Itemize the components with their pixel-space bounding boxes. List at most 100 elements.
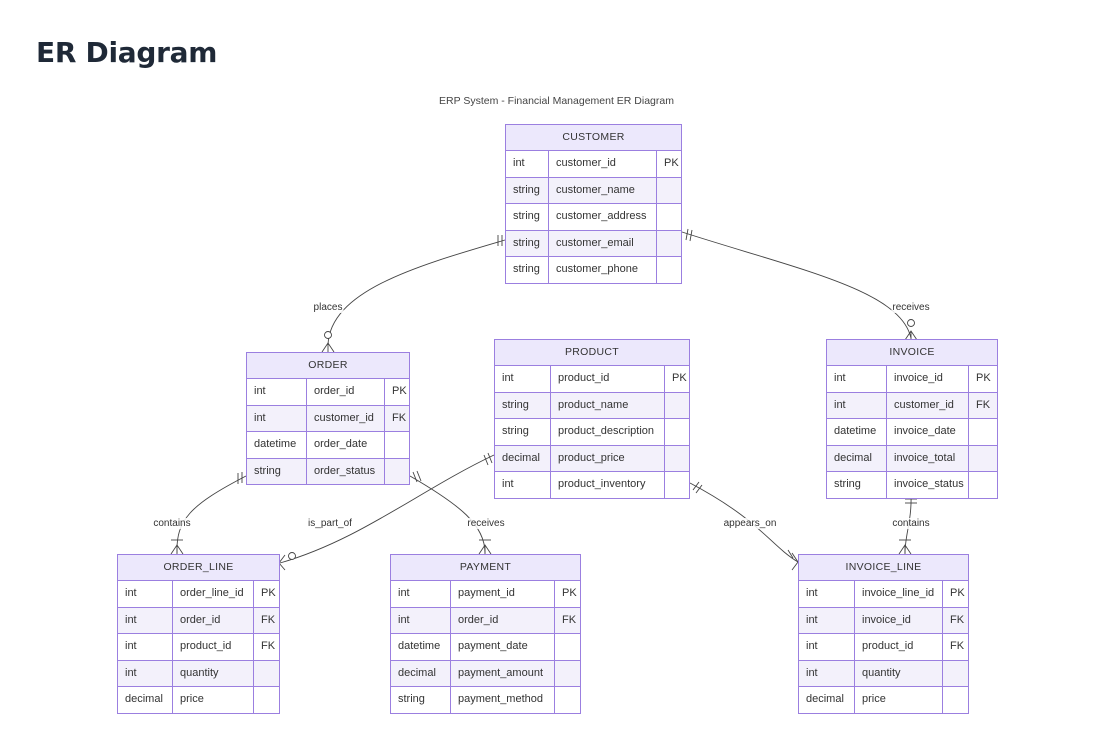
attribute-name: invoice_id — [854, 607, 942, 634]
attribute-key: PK — [942, 581, 968, 607]
attribute-name: customer_id — [548, 151, 656, 177]
attribute-type: decimal — [398, 666, 436, 679]
attribute-key — [968, 445, 997, 472]
attribute-key: FK — [968, 392, 997, 419]
attribute-row: decimal price — [118, 687, 279, 713]
attribute-type: int — [125, 587, 137, 599]
attribute-key — [554, 660, 580, 687]
attribute-type: decimal — [834, 451, 872, 464]
attribute-name: order_line_id — [172, 581, 253, 607]
attribute-row: string customer_email — [506, 230, 681, 258]
attribute-name: order_id — [306, 379, 384, 405]
attribute-key: PK — [554, 581, 580, 607]
attribute-name: customer_id — [306, 405, 384, 432]
attribute-type: decimal — [502, 451, 540, 464]
attribute-type: string — [513, 183, 540, 196]
attribute-key: FK — [384, 405, 409, 432]
attribute-type: string — [834, 478, 861, 491]
attribute-type: int — [254, 385, 266, 397]
attribute-name: product_id — [172, 634, 253, 660]
attribute-row: datetime order_date — [247, 432, 409, 459]
attribute-name: payment_date — [450, 634, 554, 660]
entity-header: PAYMENT — [391, 555, 580, 581]
attribute-type: decimal — [806, 693, 844, 706]
attribute-name: customer_name — [548, 177, 656, 204]
attribute-type: string — [513, 210, 540, 223]
rel-line-receives-payment — [409, 475, 486, 554]
attribute-row: string customer_address — [506, 204, 681, 231]
attribute-type: int — [806, 640, 818, 653]
attribute-name: order_status — [306, 458, 384, 485]
attribute-name: invoice_date — [886, 419, 968, 445]
attribute-name: price — [172, 687, 253, 713]
attribute-name: invoice_id — [886, 366, 968, 392]
attribute-key — [942, 660, 968, 687]
attribute-name: price — [854, 687, 942, 713]
attribute-name: product_price — [550, 445, 664, 472]
entity-header: ORDER — [247, 353, 409, 379]
attribute-type: int — [398, 613, 410, 626]
attribute-key — [253, 687, 279, 713]
attribute-name: payment_method — [450, 687, 554, 713]
attribute-name: customer_address — [548, 204, 656, 230]
attribute-key — [664, 392, 689, 419]
attribute-name: product_inventory — [550, 472, 664, 498]
attribute-type: int — [125, 666, 137, 679]
attribute-key — [664, 472, 689, 498]
attribute-key — [656, 177, 681, 204]
attribute-key: PK — [968, 366, 997, 392]
attribute-key — [384, 432, 409, 458]
attribute-type: datetime — [254, 438, 297, 451]
attribute-type: int — [125, 613, 137, 626]
rel-line-contains-order — [176, 475, 247, 554]
attribute-name: invoice_total — [886, 445, 968, 472]
attribute-name: order_date — [306, 432, 384, 458]
attribute-type: string — [502, 425, 529, 438]
attribute-type: int — [125, 640, 137, 653]
attribute-key: PK — [253, 581, 279, 607]
attribute-key: FK — [942, 634, 968, 660]
entity-header: INVOICE — [827, 340, 997, 366]
attribute-key: FK — [942, 607, 968, 634]
attribute-key — [656, 257, 681, 283]
rel-label-contains-order: contains — [152, 518, 192, 529]
diagram-title: ERP System - Financial Management ER Dia… — [439, 95, 674, 107]
attribute-type: int — [254, 411, 266, 424]
attribute-name: customer_id — [886, 392, 968, 419]
rel-line-places — [327, 239, 506, 346]
rel-label-is-part-of: is_part_of — [307, 518, 353, 529]
rel-line-receives-invoice — [681, 231, 912, 339]
attribute-key: FK — [554, 607, 580, 634]
attribute-type: string — [513, 236, 540, 249]
attribute-type: decimal — [125, 693, 163, 706]
attribute-type: int — [834, 372, 846, 384]
attribute-name: customer_email — [548, 230, 656, 257]
attribute-key — [664, 445, 689, 472]
attribute-key — [656, 230, 681, 257]
attribute-type: int — [806, 613, 818, 626]
attribute-name: product_id — [550, 366, 664, 392]
attribute-row: decimal product_price — [495, 445, 689, 473]
attribute-type: string — [513, 263, 540, 276]
attribute-key: PK — [664, 366, 689, 392]
attribute-type: int — [806, 666, 818, 679]
attribute-name: quantity — [854, 660, 942, 687]
